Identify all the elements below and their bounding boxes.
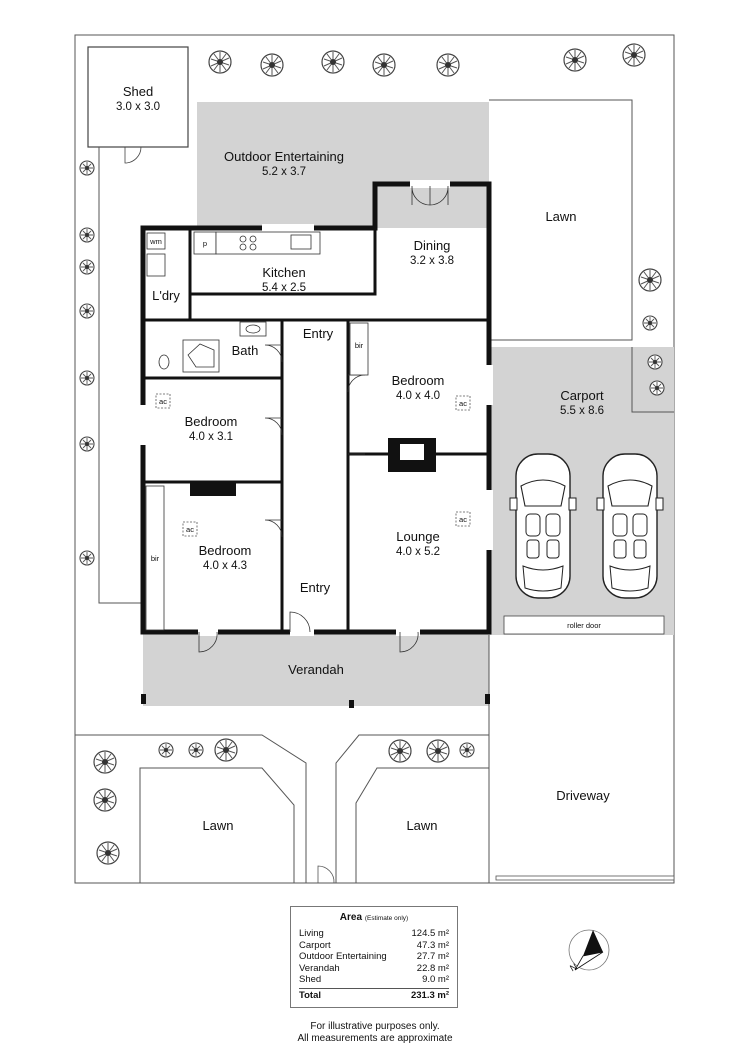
disclaimer-line-2: All measurements are approximate — [297, 1033, 453, 1044]
fireplace-inner — [400, 444, 424, 460]
area-row-value: 124.5 m² — [411, 928, 450, 939]
area-row: Verandah 22.8 m² — [299, 963, 449, 975]
north-arrow-icon: N — [568, 929, 610, 973]
area-row: Carport 47.3 m² — [299, 940, 449, 952]
toilet-icon — [158, 354, 170, 370]
entry-name: Entry — [300, 580, 331, 595]
shower-tray-icon — [187, 343, 215, 368]
car-icon-left — [509, 453, 577, 599]
washing-machine-box — [146, 232, 166, 250]
bedroom2-name: Bedroom — [185, 414, 238, 429]
area-row: Shed 9.0 m² — [299, 974, 449, 986]
basin-bowl-icon — [245, 324, 261, 334]
area-row-label: Living — [299, 928, 324, 939]
cooktop-icon — [239, 235, 257, 251]
lounge-name: Lounge — [396, 529, 439, 544]
dining-name: Dining — [414, 238, 451, 253]
bir-cupboard-1 — [349, 322, 369, 376]
carport-size: 5.5 x 8.6 — [560, 405, 604, 417]
pantry-label: p — [203, 239, 207, 248]
area-row-value: 9.0 m² — [422, 974, 449, 986]
front-gate — [317, 865, 335, 884]
roller-door-label: roller door — [567, 621, 601, 630]
area-total-value: 231.3 m² — [410, 989, 449, 1001]
driveway-label: Driveway — [556, 788, 610, 803]
side-path-outline — [98, 147, 143, 604]
verandah-area — [143, 632, 489, 706]
area-row-value: 47.3 m² — [416, 939, 449, 951]
shed-outline — [87, 46, 189, 148]
bath-basin-icon — [239, 321, 267, 337]
bath-name: Bath — [232, 343, 259, 358]
area-row: Living 124.5 m² — [299, 928, 449, 940]
kitchen-name: Kitchen — [262, 265, 305, 280]
lounge-size: 4.0 x 5.2 — [396, 546, 440, 558]
front-garden-outline — [75, 734, 489, 883]
door-swings — [198, 185, 449, 653]
area-row-label: Shed — [299, 974, 322, 986]
lawn-left-label: Lawn — [202, 818, 233, 833]
openings — [139, 180, 493, 636]
verandah-name: Verandah — [288, 662, 344, 677]
kitchen-sink-icon — [290, 234, 312, 250]
laundry-name: L'dry — [152, 288, 180, 303]
entry-small-name: Entry — [303, 326, 334, 341]
bedroom1-size: 4.0 x 4.0 — [396, 390, 440, 402]
lawn-top-label: Lawn — [545, 209, 576, 224]
wm-label: wm — [149, 237, 162, 246]
ac-units — [155, 393, 471, 537]
garden-strip — [631, 347, 674, 413]
bir-label-1: bir — [355, 341, 364, 350]
area-note: (Estimate only) — [364, 915, 409, 922]
outdoor-entertaining-area — [197, 102, 489, 228]
dining-size: 3.2 x 3.8 — [410, 255, 454, 267]
bedroom3-name: Bedroom — [199, 543, 252, 558]
disclaimer: For illustrative purposes only. All meas… — [250, 1021, 500, 1045]
area-row-value: 22.8 m² — [416, 962, 449, 974]
bir-cupboard-2 — [145, 485, 165, 631]
ac-label-3: ac — [459, 515, 467, 524]
lawn-top-outline — [489, 99, 633, 341]
roller-door — [503, 615, 665, 635]
area-row: Outdoor Entertaining 27.7 m² — [299, 951, 449, 963]
carport-name: Carport — [560, 388, 604, 403]
bir-label-2: bir — [151, 554, 160, 563]
outdoor-name: Outdoor Entertaining — [224, 149, 344, 164]
area-title: Area (Estimate only) — [299, 912, 449, 923]
fireplace-bedroom3 — [190, 482, 236, 496]
area-row-value: 27.7 m² — [416, 951, 449, 963]
shed-size: 3.0 x 3.0 — [116, 101, 160, 113]
area-row-label: Verandah — [299, 962, 340, 974]
kitchen-size: 5.4 x 2.5 — [262, 282, 306, 294]
bedroom2-size: 4.0 x 3.1 — [189, 431, 233, 443]
ac-label-2: ac — [459, 399, 467, 408]
area-row-label: Carport — [299, 939, 331, 951]
car-icon-right — [596, 453, 664, 599]
shed-door — [124, 146, 142, 164]
outdoor-size: 5.2 x 3.7 — [262, 166, 306, 178]
ac-label-1: ac — [159, 397, 167, 406]
bedroom3-size: 4.0 x 4.3 — [203, 560, 247, 572]
driveway-edge — [495, 875, 675, 881]
area-table: Area (Estimate only) Living 124.5 m² Carp… — [290, 906, 458, 1008]
area-total-label: Total — [299, 989, 321, 1001]
laundry-tub — [146, 253, 166, 277]
lawn-right-label: Lawn — [406, 818, 437, 833]
area-title-text: Area — [339, 912, 363, 923]
shed-name: Shed — [123, 84, 153, 99]
area-row-label: Outdoor Entertaining — [299, 951, 387, 963]
disclaimer-line-1: For illustrative purposes only. — [310, 1021, 440, 1032]
bedroom1-name: Bedroom — [392, 373, 445, 388]
north-label: N — [568, 961, 579, 973]
area-total-row: Total 231.3 m² — [299, 987, 449, 1002]
verandah-posts — [141, 694, 490, 708]
ac-label-4: ac — [186, 525, 194, 534]
lawn-left-outline — [139, 767, 295, 883]
